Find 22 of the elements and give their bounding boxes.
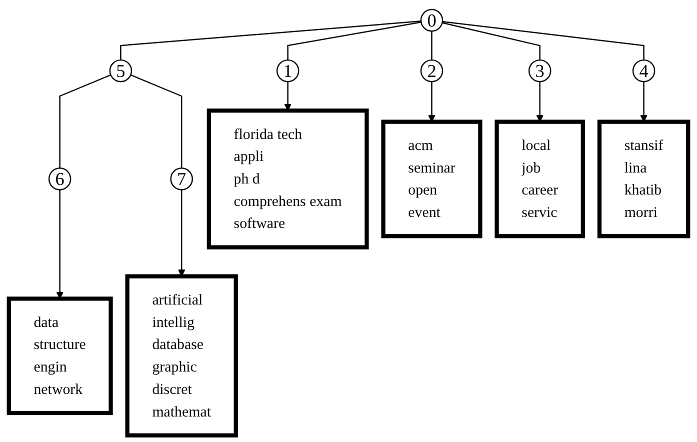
node-box: florida tech appli ph d comprehens exam software — [206, 108, 369, 250]
connector — [59, 74, 111, 168]
connector — [431, 31, 432, 60]
arrow — [56, 190, 64, 299]
node-circle: 1 — [276, 59, 300, 82]
connector — [120, 20, 422, 60]
node-circle: 0 — [420, 8, 444, 32]
node-box: data structure engin network — [6, 296, 113, 416]
connector — [442, 22, 540, 60]
node-box: acm seminar open event — [381, 120, 482, 238]
node-box: stansif lina khatib morri — [597, 120, 690, 238]
node-box: artificial intellig database graphic discret mathemat — [125, 274, 238, 438]
node-circle: 6 — [48, 168, 72, 190]
arrow — [284, 82, 292, 111]
node-circle: 4 — [632, 59, 656, 82]
connector — [442, 20, 644, 60]
node-circle: 7 — [170, 168, 193, 190]
node-circle: 5 — [109, 59, 132, 82]
connector — [130, 74, 182, 168]
connector — [287, 22, 422, 60]
node-circle: 3 — [528, 59, 552, 82]
node-circle: 2 — [420, 59, 444, 82]
